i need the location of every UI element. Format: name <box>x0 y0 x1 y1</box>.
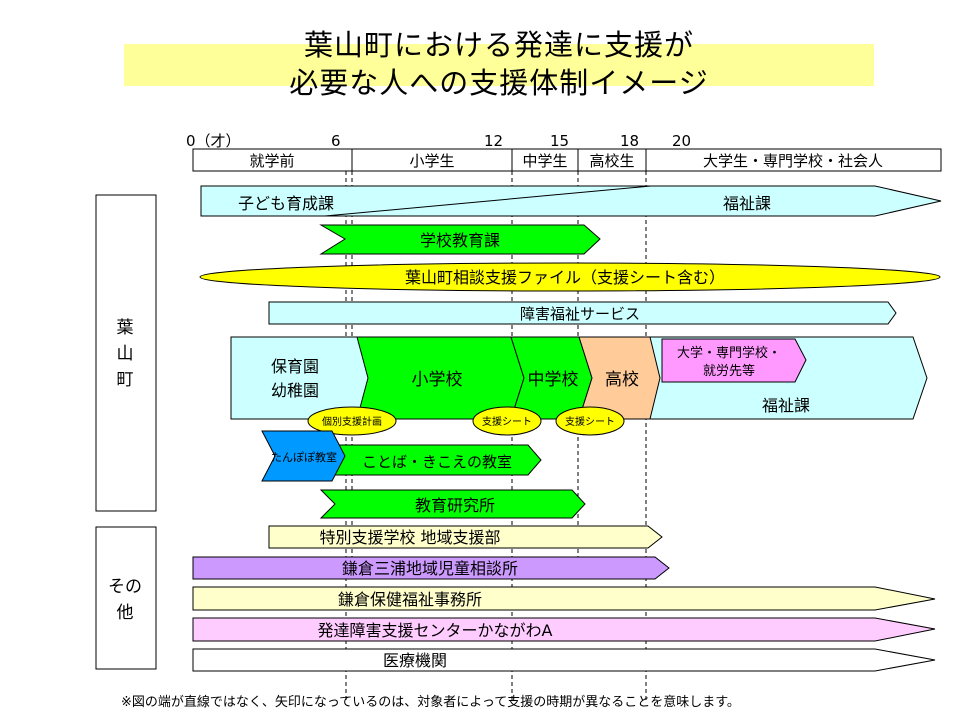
age-tick-12: 12 <box>484 132 503 150</box>
row-hoken: 鎌倉保健福祉事務所 <box>192 586 936 611</box>
bar-hoken: 鎌倉保健福祉事務所 <box>338 590 482 609</box>
group-label-other-1: その <box>108 577 142 597</box>
badge-shien-1 <box>472 406 542 436</box>
bar-tokubetsu: 特別支援学校 地域支援部 <box>319 528 500 547</box>
row-kodomo-fukushi: 子ども育成課 福祉課 <box>200 185 942 217</box>
group-label-hayama: 葉 山 町 <box>117 318 134 390</box>
bar-iryo: 医療機関 <box>383 651 447 670</box>
bar-hattatsu: 発達障害支援センターかながわA <box>318 621 553 640</box>
support-plan-badges: 個別支援計画 支援シート 支援シート <box>307 406 625 436</box>
label-koko: 高校 <box>605 370 639 390</box>
row-iryo: 医療機関 <box>192 648 936 672</box>
bar-kenkyu: 教育研究所 <box>415 496 495 515</box>
group-box-other <box>95 526 157 670</box>
title-line-2: 必要な人への支援体制イメージ <box>289 66 709 100</box>
badge-shien-1-label: 支援シート <box>482 415 532 428</box>
stage-high-school: 高校生 <box>589 152 634 170</box>
label-daigaku-1: 大学・専門学校・ <box>677 345 781 361</box>
badge-shien-2 <box>555 406 625 436</box>
bar-fukushi-top: 福祉課 <box>723 194 771 213</box>
group-label-hayama-1: 葉 <box>117 318 134 338</box>
age-tick-20: 20 <box>672 132 691 150</box>
label-shogakko: 小学校 <box>412 370 463 390</box>
row-gakko: 学校教育課 <box>319 224 601 255</box>
group-label-other-2: 他 <box>117 603 134 623</box>
label-yochien: 幼稚園 <box>271 381 319 400</box>
row-schools: 保育園 幼稚園 小学校 中学校 高校 大学・専門学校・ 就労先等 福祉課 <box>230 336 928 420</box>
title-highlight <box>124 44 874 86</box>
row-shogai: 障害福祉サービス <box>268 301 897 325</box>
stage-university-adult: 大学生・専門学校・社会人 <box>703 152 883 170</box>
group-box-hayama <box>95 194 157 512</box>
row-tokubetsu: 特別支援学校 地域支援部 <box>268 525 663 549</box>
stage-header: 就学前 小学生 中学生 高校生 大学生・専門学校・社会人 <box>192 148 942 172</box>
age-ticks: 0（才） 6 12 15 18 20 <box>186 132 691 150</box>
bar-gakko: 学校教育課 <box>420 231 500 250</box>
row-jido: 鎌倉三浦地域児童相談所 <box>192 556 670 580</box>
label-fukushi-mid: 福祉課 <box>762 396 810 415</box>
group-label-hayama-3: 町 <box>117 370 134 390</box>
age-tick-18: 18 <box>620 132 639 150</box>
stage-preschool: 就学前 <box>249 152 294 170</box>
label-chugakko: 中学校 <box>528 370 579 390</box>
row-kenkyu: 教育研究所 <box>319 489 586 519</box>
row-kotoba: ことば・きこえの教室 たんぽぽ教室 <box>261 430 542 482</box>
bar-tanpopo: たんぽぽ教室 <box>271 450 337 464</box>
bar-shogai: 障害福祉サービス <box>520 305 640 323</box>
badge-kobetsu-label: 個別支援計画 <box>322 415 382 428</box>
bar-jido: 鎌倉三浦地域児童相談所 <box>342 559 518 578</box>
row-hattatsu: 発達障害支援センターかながわA <box>192 617 936 642</box>
bar-kotoba: ことば・きこえの教室 <box>362 453 512 471</box>
bar-kodomo: 子ども育成課 <box>238 194 334 213</box>
stage-junior-high: 中学生 <box>522 152 567 170</box>
badge-kobetsu <box>307 406 397 436</box>
stage-elementary: 小学生 <box>409 152 454 170</box>
age-tick-6: 6 <box>331 132 341 150</box>
row-file: 葉山町相談支援ファイル（支援シート含む） <box>199 262 941 292</box>
age-tick-15: 15 <box>550 132 569 150</box>
label-daigaku-2: 就労先等 <box>703 363 755 379</box>
title-line-1: 葉山町における発達に支援が <box>303 28 694 62</box>
page-title: 葉山町における発達に支援が 必要な人への支援体制イメージ <box>124 26 874 102</box>
bar-file: 葉山町相談支援ファイル（支援シート含む） <box>405 268 725 287</box>
group-label-other: その 他 <box>108 577 142 623</box>
badge-shien-2-label: 支援シート <box>565 415 615 428</box>
group-label-hayama-2: 山 <box>117 344 134 364</box>
footnote: ※図の端が直線ではなく、矢印になっているのは、対象者によって支援の時期が異なるこ… <box>121 694 740 710</box>
label-hoikuen: 保育園 <box>271 357 319 376</box>
age-tick-0: 0（才） <box>186 132 241 150</box>
